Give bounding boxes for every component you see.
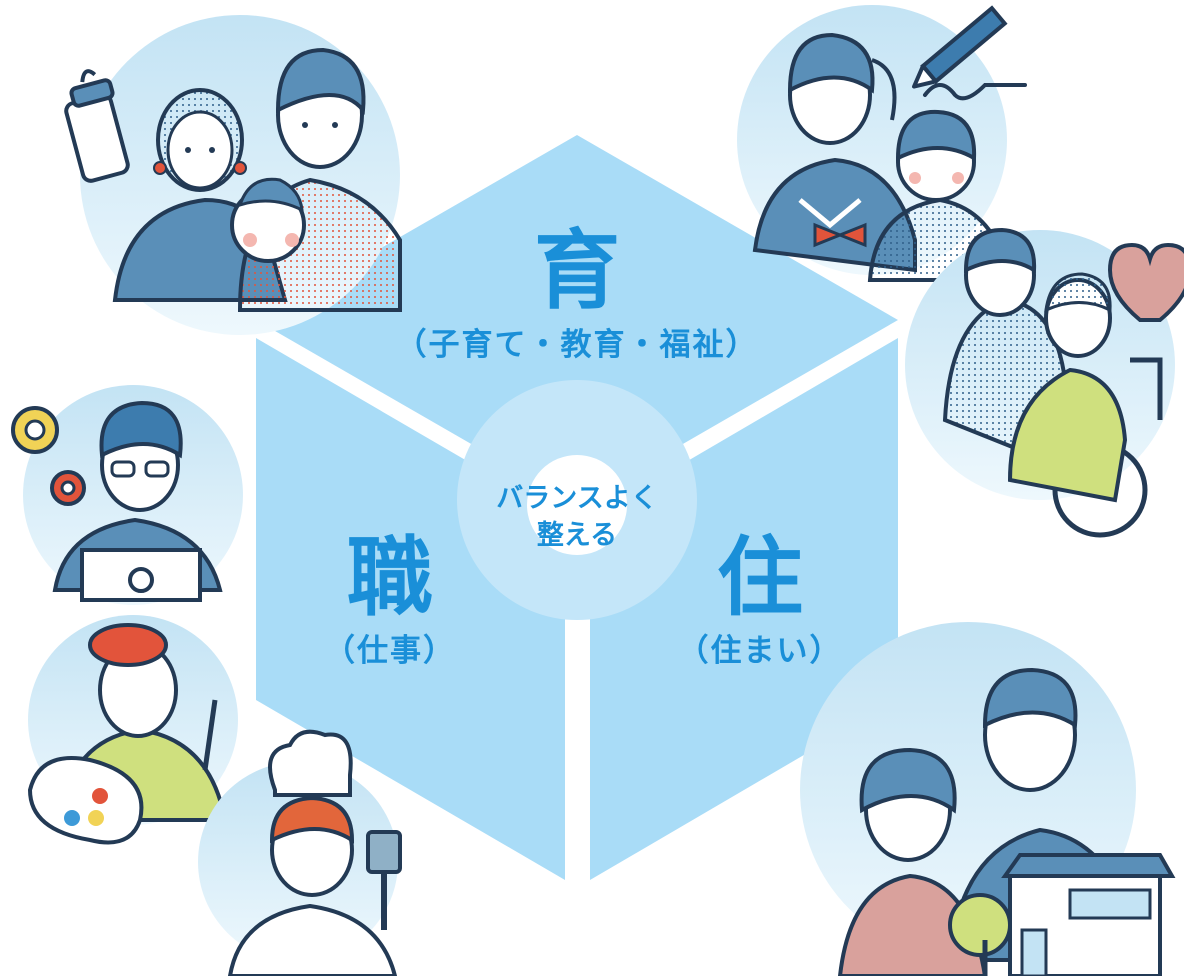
gear-icon: [11, 406, 59, 454]
top-section-kanji: 育: [534, 221, 620, 321]
left-section-caption: （仕事）: [324, 633, 456, 669]
right-section-caption: （住まい）: [677, 633, 843, 669]
family-with-baby-and-bottle-illustration: [64, 15, 402, 335]
caregiver-with-wheelchair-and-heart-illustration: [905, 227, 1184, 538]
chef-with-spatula-illustration: [198, 729, 402, 976]
senior-couple-with-house-illustration: [800, 622, 1176, 976]
top-section-caption: （子育て・教育・福祉）: [395, 327, 759, 363]
hexagon-top-face: [256, 135, 898, 505]
center-label-line2: 整える: [536, 520, 618, 551]
right-section-kanji: 住: [717, 528, 803, 628]
engineer-with-laptop-and-gears-illustration: [11, 385, 243, 605]
center-core: [527, 455, 627, 555]
student-and-child-with-pencil-illustration: [737, 5, 1027, 282]
left-section-kanji: 職: [347, 528, 433, 628]
painter-with-palette-illustration: [27, 615, 238, 845]
gear-icon: [50, 470, 86, 506]
center-label-line1: バランスよく: [496, 483, 658, 514]
